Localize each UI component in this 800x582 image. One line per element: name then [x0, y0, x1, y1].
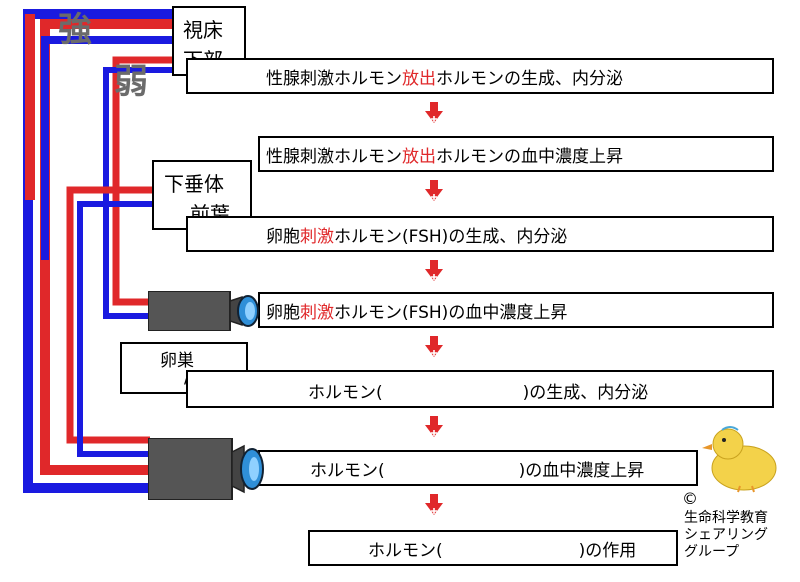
down-arrow-icon [425, 336, 443, 357]
step-6-text: ホルモン()の血中濃度上昇 [310, 461, 645, 481]
down-arrow-icon [425, 416, 443, 437]
hypothalamus-label-1: 視床 [183, 18, 223, 42]
step-2-text: 性腺刺激ホルモン放出ホルモンの血中濃度上昇 [266, 147, 623, 167]
step-7-box [308, 530, 678, 566]
down-arrow-icon [425, 102, 443, 123]
step-1-text: 性腺刺激ホルモン放出ホルモンの生成、内分泌 [266, 69, 623, 89]
copyright-symbol: © [682, 489, 698, 508]
down-arrow-icon [425, 494, 443, 515]
ovary-label-1: 卵巣 [160, 351, 194, 371]
down-arrow-icon [425, 180, 443, 201]
step-4-text: 卵胞刺激ホルモン(FSH)の血中濃度上昇 [266, 303, 568, 323]
pituitary-label-1: 下垂体 [164, 172, 224, 196]
weak-label: 弱 [114, 62, 148, 102]
step-3-box [186, 216, 774, 252]
credit-line-1: 生命科学教育 [684, 510, 768, 526]
strong-label: 強 [58, 10, 92, 50]
step-1-box [186, 58, 774, 94]
down-arrow-icon [425, 260, 443, 281]
credit-line-3: グループ [684, 544, 740, 560]
weak-feedback-red [112, 56, 180, 306]
step-6-box [258, 450, 698, 486]
step-5-box [186, 370, 774, 408]
chick-mascot-icon [702, 426, 777, 493]
step-4-box [258, 292, 774, 328]
step-7-text: ホルモン()の作用 [368, 541, 637, 561]
step-3-text: 卵胞刺激ホルモン(FSH)の生成、内分泌 [266, 227, 568, 247]
credit-line-2: シェアリング [684, 527, 768, 543]
sensor-camera-icon [148, 438, 264, 500]
step-5-text: ホルモン()の生成、内分泌 [308, 383, 649, 403]
strong-feedback-blue-inner [41, 36, 180, 260]
pituitary-feedback-red [66, 186, 152, 444]
step-2-box [258, 136, 774, 172]
sensor-camera-icon [148, 291, 259, 331]
pituitary-feedback-blue [77, 201, 152, 457]
